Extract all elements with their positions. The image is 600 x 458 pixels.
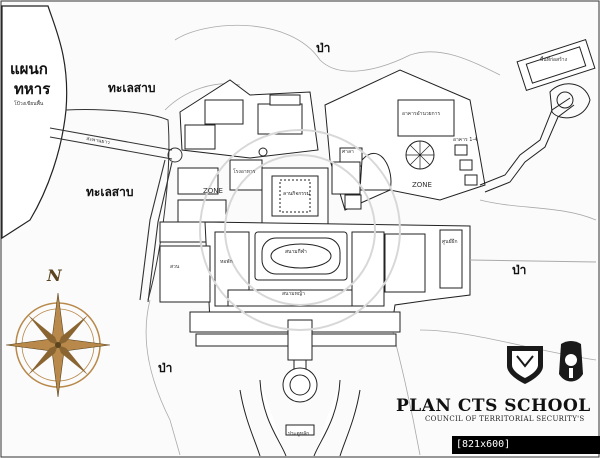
label-gate: ประตูหลัก [288, 431, 310, 437]
label-hall: โรงอาหาร [233, 169, 256, 175]
label-zone-a: ZONE [203, 187, 223, 195]
south-gate [239, 367, 361, 457]
label-zone-b: ZONE [412, 181, 432, 189]
plan-subtitle: COUNCIL OF TERRITORIAL SECURITY'S [425, 415, 585, 423]
label-lake-south: ทะเลสาบ [86, 185, 134, 199]
west-road-edge [147, 161, 173, 303]
label-hq: อาคารอำนวยการ [402, 111, 441, 117]
compass-north-letter: N [47, 266, 62, 285]
label-east-building: ศูนย์ฝึก [442, 239, 458, 245]
military-area-outline [1, 5, 68, 240]
northeast-path [479, 38, 596, 193]
label-stadium: สนามกีฬา [285, 249, 307, 255]
label-forest-bottom: ป่า [158, 361, 173, 375]
cts-emblem-right [559, 341, 583, 382]
east-road [469, 259, 597, 263]
label-dorm: หอพัก [220, 259, 233, 265]
label-building-1-4: อาคาร 1-4 [453, 137, 478, 143]
background-crest [199, 129, 401, 331]
label-field: สนามหญ้า [282, 291, 305, 297]
label-military-dept: แผนก [10, 60, 48, 78]
compass-rose [5, 292, 111, 398]
label-forest-right: ป่า [512, 263, 527, 277]
label-military-sub: โป้วงเขียนพื้น [14, 101, 44, 107]
upload-watermark: [821x600] https://upic.me/ [452, 436, 600, 458]
label-lake-north: ทะเลสาบ [108, 81, 156, 95]
label-square: ลานกิจกรรม [283, 191, 310, 197]
central-courtyard [159, 159, 361, 243]
main-campus [159, 221, 471, 326]
label-forest-top: ป่า [316, 41, 331, 55]
label-north-building: พื้นที่ก่อสร้าง [540, 57, 568, 63]
label-garden: สวน [170, 264, 180, 270]
west-road [139, 159, 166, 301]
north-cluster [179, 79, 319, 159]
cts-emblem-left [507, 346, 543, 384]
plan-title: PLAN CTS SCHOOL [396, 396, 591, 416]
lake-shore [65, 108, 170, 301]
long-bridge [49, 127, 183, 163]
label-shrine: ศาลา [342, 149, 354, 155]
label-military-dept-2: ทหาร [14, 80, 51, 98]
